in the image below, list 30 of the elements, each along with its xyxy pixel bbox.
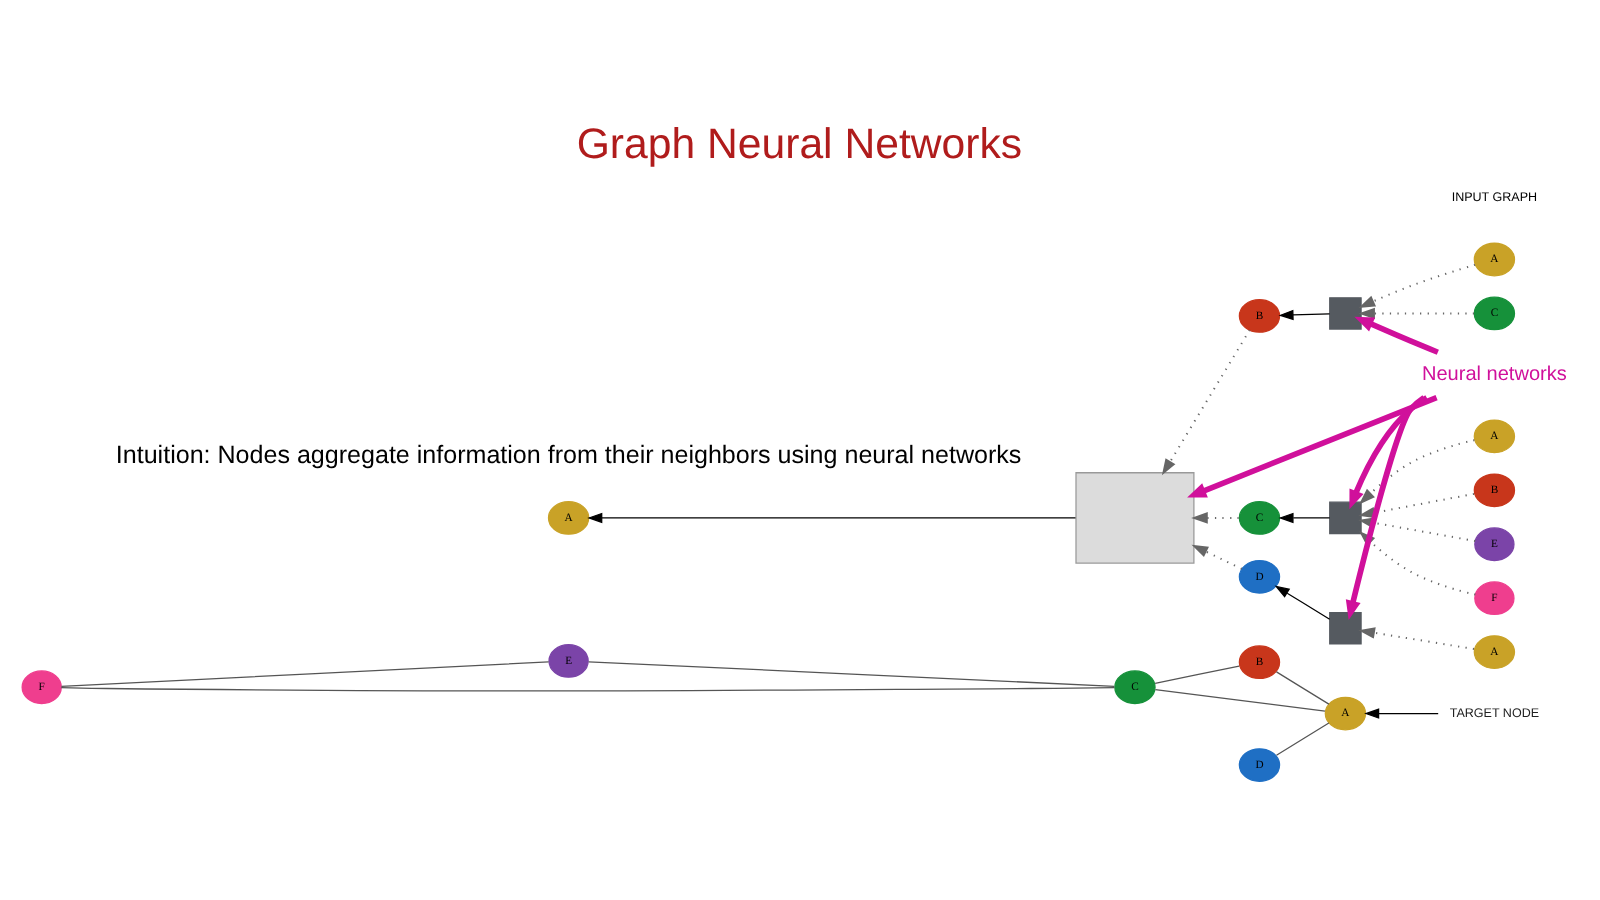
arrow [1364, 708, 1439, 719]
arrow [1349, 395, 1429, 510]
connector [1154, 665, 1240, 684]
arrow [1345, 395, 1426, 620]
connector [1275, 722, 1330, 756]
arrow [1274, 585, 1331, 620]
diagram-title: Graph Neural Networks [576, 120, 1023, 169]
arrow [1358, 627, 1475, 650]
arrow [1191, 544, 1243, 570]
arrow [1358, 307, 1474, 320]
arrow [1354, 316, 1439, 355]
node-box [1329, 501, 1362, 535]
arrow [1278, 309, 1331, 321]
arrow [1358, 263, 1476, 308]
connector [588, 661, 1115, 687]
connector [1275, 671, 1330, 705]
arrow [587, 512, 1077, 524]
node-text: Neural networks [1422, 363, 1567, 386]
arrow [1359, 439, 1475, 505]
connector [60, 686, 1115, 692]
node-box [1329, 297, 1362, 330]
connector [60, 661, 550, 687]
arrow [1191, 512, 1239, 524]
node-box [1329, 612, 1362, 645]
caption: Intuition: Nodes aggregate information from their neighbors using neural networks [115, 440, 1022, 469]
arrow [1187, 394, 1438, 498]
arrow [1278, 512, 1331, 524]
node-box [1075, 472, 1195, 564]
connector [1154, 689, 1326, 712]
arrow [1161, 329, 1251, 476]
